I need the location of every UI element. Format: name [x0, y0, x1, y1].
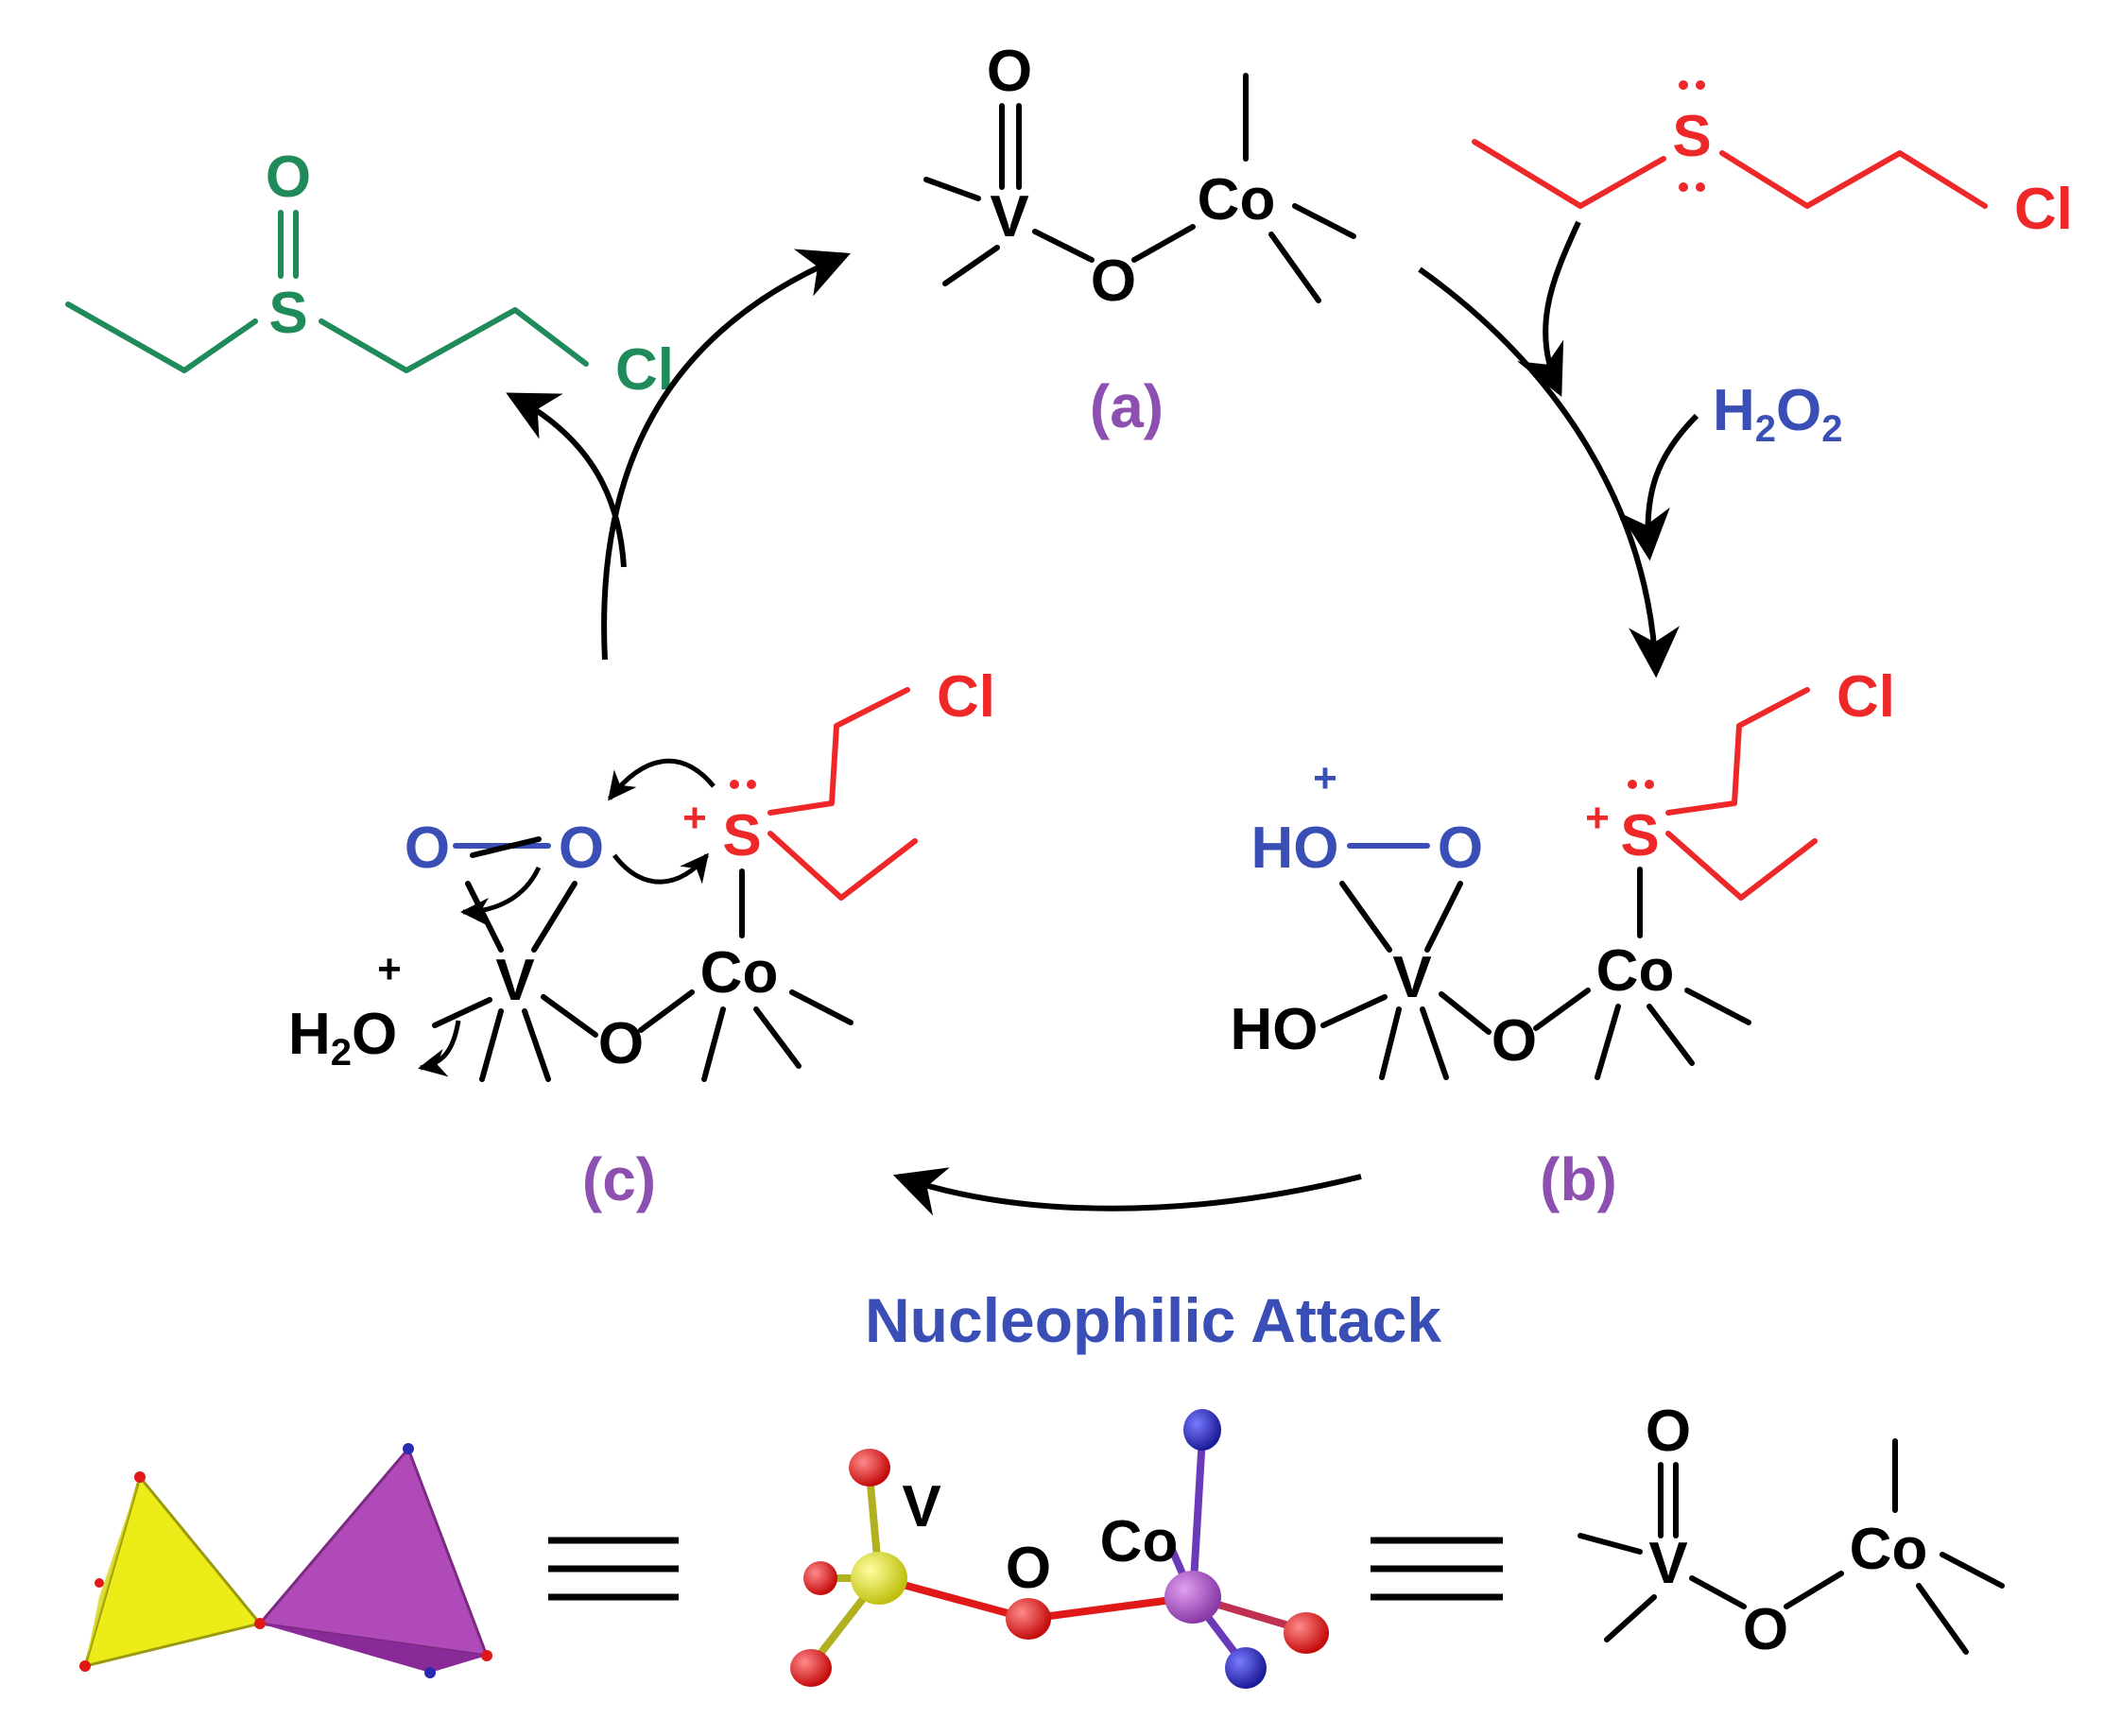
- struct-vanadium: V: [1648, 1531, 1687, 1596]
- equivalence-1: [548, 1537, 679, 1601]
- b-hydroxo: HO: [1231, 997, 1319, 1062]
- arrow-c-to-a: [601, 249, 851, 661]
- equivalence-2: [1371, 1537, 1503, 1601]
- structural-formula-bottom: O V O Co: [1578, 1399, 2005, 1662]
- c-water-charge: +: [377, 946, 402, 992]
- ball-and-stick-model: V O Co: [790, 1409, 1329, 1689]
- c-curly-arrow-1: [608, 758, 716, 801]
- c-vanadium: V: [495, 948, 534, 1013]
- struct-oxo-oxygen: O: [1646, 1399, 1691, 1464]
- sulfoxide-oxygen: O: [266, 145, 311, 210]
- arrow-b-to-c: [892, 1167, 1362, 1216]
- sulfide-chlorine: Cl: [2014, 177, 2073, 242]
- a-vanadium: V: [990, 184, 1028, 249]
- c-cobalt: Co: [700, 940, 779, 1006]
- arrow-a-to-b: [1418, 266, 1680, 679]
- species-a: O V O Co (a): [923, 39, 1356, 440]
- ball-co-label: Co: [1100, 1509, 1179, 1574]
- sulfide-sulfur: S: [1672, 104, 1711, 169]
- c-bridging-oxygen: O: [598, 1011, 644, 1076]
- b-sulfur: S: [1620, 803, 1659, 868]
- c-sulfur: S: [722, 803, 761, 868]
- b-vanadium: V: [1392, 945, 1431, 1010]
- sulfoxide-chlorine: Cl: [615, 337, 674, 403]
- arrow-product-release: [506, 392, 627, 568]
- b-chlorine: Cl: [1836, 664, 1895, 730]
- ball-o-label: O: [1006, 1536, 1051, 1601]
- b-hydroperoxo-ho: HO: [1251, 816, 1339, 881]
- c-chlorine: Cl: [937, 664, 995, 730]
- label-b: (b): [1540, 1145, 1617, 1213]
- b-cobalt: Co: [1596, 938, 1675, 1004]
- ball-v-label: V: [902, 1474, 940, 1539]
- cycle-arrows: [506, 220, 1699, 1216]
- c-curly-arrow-2: [612, 852, 709, 885]
- polyhedra-representation: [79, 1443, 492, 1678]
- arrow-sulfide-join: [1517, 220, 1581, 397]
- a-oxo-oxygen: O: [987, 39, 1032, 104]
- struct-cobalt: Co: [1850, 1517, 1928, 1582]
- b-sulfonium-charge: +: [1585, 795, 1610, 841]
- c-curly-arrow-4: [418, 1020, 461, 1077]
- c-curly-arrow-3: [460, 866, 542, 926]
- c-sulfonium-charge: +: [682, 795, 707, 841]
- b-peroxo-oxygen: O: [1438, 816, 1483, 881]
- sulfoxide-product: O S Cl: [65, 145, 674, 403]
- b-hydroperoxo-charge: +: [1313, 755, 1337, 801]
- c-aqua-ligand: H2O: [288, 1002, 397, 1074]
- nucleophilic-attack-label: Nucleophilic Attack: [865, 1285, 1441, 1355]
- a-bridging-oxygen: O: [1091, 249, 1136, 314]
- arrow-h2o2-join: [1619, 413, 1699, 561]
- species-b: + HO O V HO O Co + S Cl (b): [1231, 664, 1896, 1213]
- co-tetrahedron: [257, 1446, 490, 1658]
- a-cobalt: Co: [1198, 167, 1276, 232]
- c-oxygen-2: O: [559, 816, 604, 881]
- label-c: (c): [582, 1145, 656, 1213]
- c-oxygen-1: O: [405, 816, 450, 881]
- b-bridging-oxygen: O: [1492, 1008, 1537, 1074]
- struct-bridging-oxygen: O: [1743, 1597, 1788, 1662]
- sulfoxide-sulfur: S: [268, 281, 307, 346]
- label-a: (a): [1090, 372, 1164, 440]
- species-c: O O + V H2O O Co + S Cl (c): [288, 664, 995, 1213]
- h2o2-reagent: H2O2: [1713, 378, 1843, 450]
- sulfide-reagent: S Cl: [1472, 80, 2073, 242]
